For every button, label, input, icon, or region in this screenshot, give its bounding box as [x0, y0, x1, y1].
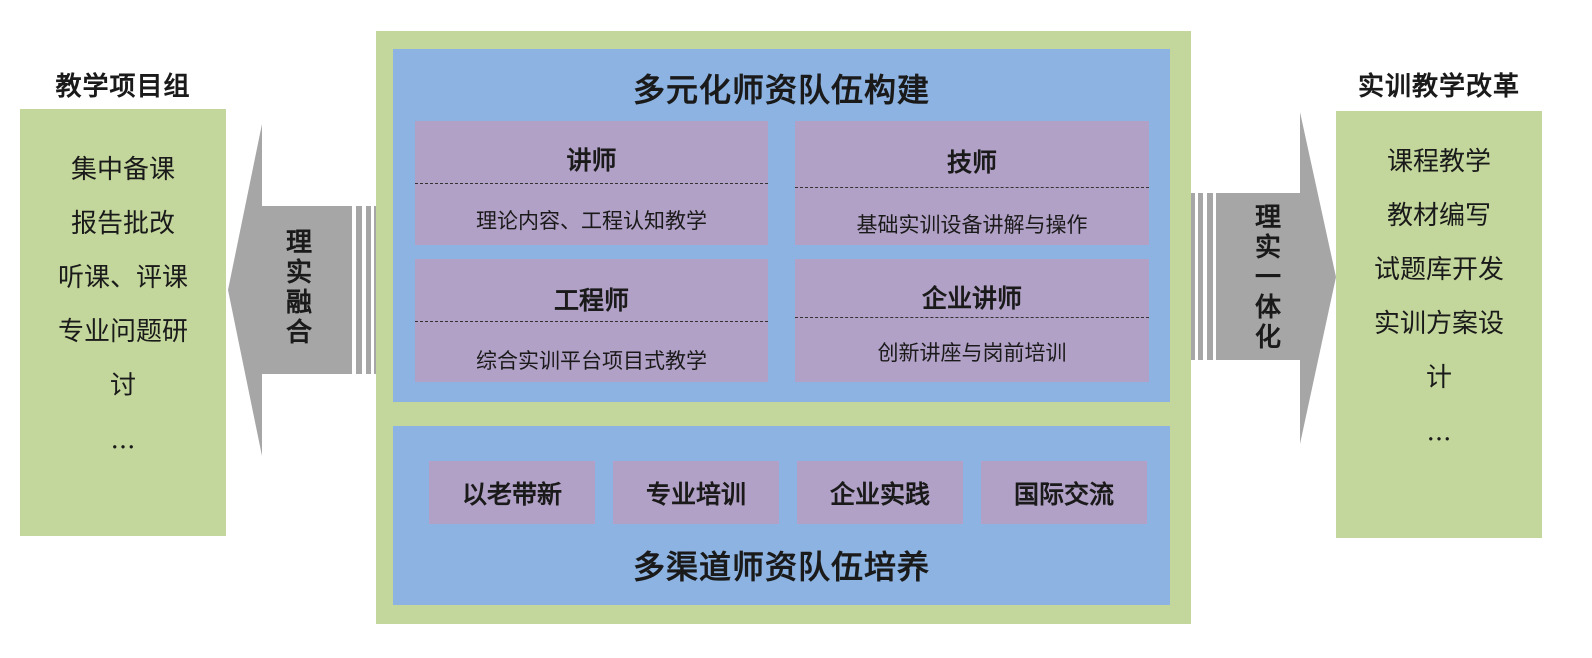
- role-divider: [795, 187, 1149, 188]
- bottom-section-title: 多渠道师资队伍培养: [632, 548, 930, 586]
- role-card-technician: 技师 基础实训设备讲解与操作: [795, 121, 1149, 245]
- training-item: 企业实践: [797, 461, 963, 524]
- right-arrow-char-1: 实: [1254, 233, 1281, 263]
- training-item: 以老带新: [429, 461, 595, 524]
- right-arrow-char-2: 一: [1254, 263, 1281, 293]
- right-arrow-stripe-3: [1207, 193, 1213, 360]
- role-divider: [415, 183, 768, 184]
- role-divider: [415, 321, 768, 322]
- left-item-2: 听课、评课: [57, 263, 188, 293]
- right-item-5: ...: [1426, 417, 1452, 447]
- role-divider: [795, 317, 1149, 318]
- left-panel-list: 集中备课 报告批改 听课、评课 专业问题研 讨 ...: [20, 143, 226, 467]
- right-arrow-stripe-1: [1191, 193, 1195, 360]
- bottom-section: 以老带新 专业培训 企业实践 国际交流 多渠道师资队伍培养: [393, 426, 1170, 605]
- role-title: 工程师: [553, 286, 629, 315]
- left-item-5: ...: [110, 425, 136, 455]
- left-item-4: 讨: [109, 371, 136, 401]
- role-title: 讲师: [566, 146, 617, 175]
- left-item-0: 集中备课: [70, 155, 175, 185]
- right-panel-list: 课程教学 教材编写 试题库开发 实训方案设 计 ...: [1336, 135, 1542, 459]
- left-arrow-stripe-2: [366, 206, 371, 374]
- left-panel-title: 教学项目组: [55, 72, 191, 102]
- right-arrow: [1191, 112, 1336, 444]
- right-arrow-char-0: 理: [1254, 203, 1281, 233]
- left-arrow-shape: [228, 124, 352, 456]
- left-arrow-char-1: 实: [285, 258, 312, 288]
- role-title: 技师: [946, 148, 997, 177]
- left-arrow-label: 理 实 融 合: [282, 228, 316, 348]
- left-panel: 集中备课 报告批改 听课、评课 专业问题研 讨 ...: [20, 109, 226, 536]
- right-arrow-shape: [1216, 112, 1336, 444]
- training-item: 专业培训: [613, 461, 779, 524]
- right-item-0: 课程教学: [1386, 147, 1491, 177]
- top-section-title: 多元化师资队伍构建: [632, 71, 930, 109]
- role-desc: 理论内容、工程认知教学: [476, 209, 707, 233]
- right-arrow-label: 理 实 一 体 化: [1251, 203, 1285, 353]
- left-arrow-stripe-1: [356, 206, 362, 374]
- role-title: 企业讲师: [921, 284, 1022, 313]
- right-item-4: 计: [1425, 363, 1452, 393]
- left-item-3: 专业问题研: [57, 317, 188, 347]
- role-desc: 基础实训设备讲解与操作: [856, 213, 1088, 237]
- right-arrow-char-3: 体: [1254, 293, 1281, 323]
- role-desc: 综合实训平台项目式教学: [476, 349, 707, 373]
- training-item: 国际交流: [981, 461, 1147, 524]
- role-desc: 创新讲座与岗前培训: [877, 341, 1067, 365]
- right-arrow-stripe-2: [1198, 193, 1203, 360]
- right-panel-title: 实训教学改革: [1357, 72, 1520, 102]
- left-arrow-char-3: 合: [285, 318, 312, 348]
- right-item-1: 教材编写: [1386, 201, 1491, 231]
- right-item-2: 试题库开发: [1373, 255, 1504, 285]
- top-section: 多元化师资队伍构建 讲师 理论内容、工程认知教学 技师 基础实训设备讲解与操作 …: [393, 49, 1170, 402]
- left-arrow-char-0: 理: [285, 228, 312, 258]
- left-arrow-char-2: 融: [285, 288, 312, 318]
- left-item-1: 报告批改: [70, 209, 175, 239]
- role-card-lecturer: 讲师 理论内容、工程认知教学: [415, 121, 768, 245]
- right-item-3: 实训方案设: [1373, 309, 1504, 339]
- role-card-engineer: 工程师 综合实训平台项目式教学: [415, 259, 768, 382]
- right-arrow-char-4: 化: [1254, 323, 1281, 353]
- right-panel: 课程教学 教材编写 试题库开发 实训方案设 计 ...: [1336, 111, 1542, 538]
- role-card-enterprise-lecturer: 企业讲师 创新讲座与岗前培训: [795, 259, 1149, 382]
